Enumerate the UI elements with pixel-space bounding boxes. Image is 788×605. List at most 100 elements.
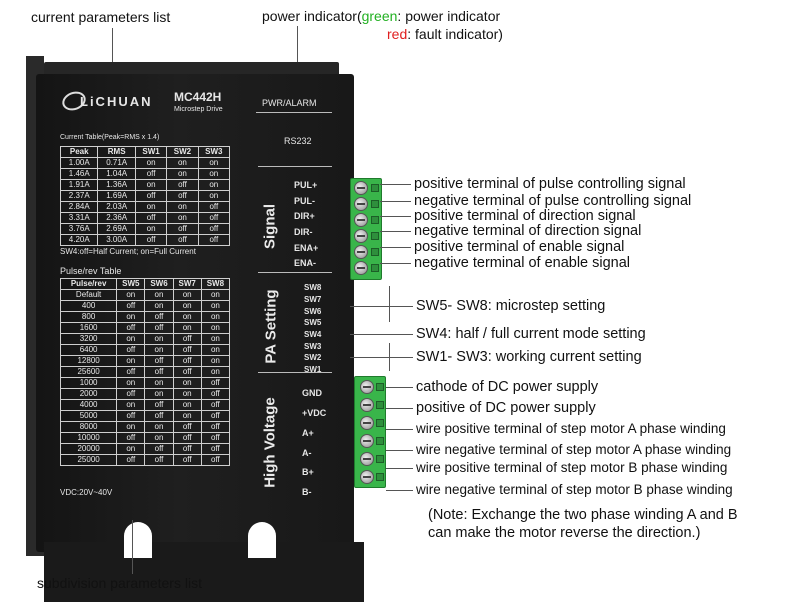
table-cell: on: [200, 289, 231, 301]
table-cell: off: [144, 410, 174, 422]
pin-label: SW1: [304, 365, 322, 374]
power-terminal-block: [354, 376, 386, 488]
subdivision-leader: [132, 520, 133, 574]
table-header-cell: SW3: [197, 146, 231, 158]
callout-leader: [380, 263, 411, 264]
callout-text: cathode of DC power supply: [416, 379, 599, 395]
table-cell: off: [144, 443, 174, 455]
callout-text: SW4: half / full current mode setting: [416, 326, 646, 342]
current-table-title: Current Table(Peak=RMS x 1.4): [60, 134, 160, 141]
mount-plate: [44, 542, 364, 602]
model-subtitle: Microstep Drive: [174, 106, 223, 113]
table-cell: on: [200, 300, 231, 312]
table-cell: on: [197, 179, 231, 191]
power-red-rest: : fault indicator): [407, 26, 503, 42]
table-cell: 3.31A: [59, 212, 99, 224]
table-header-cell: Peak: [59, 146, 99, 158]
pin-label: DIR-: [294, 227, 313, 237]
callout-leader: [380, 216, 411, 217]
pwr-alarm-label: PWR/ALARM: [262, 98, 317, 108]
table-cell: 10000: [59, 432, 118, 444]
table-cell: off: [144, 399, 174, 411]
table-cell: on: [144, 421, 174, 433]
table-header-cell: SW1: [134, 146, 168, 158]
terminal-screw-icon: [360, 470, 374, 484]
terminal-screw-icon: [354, 229, 368, 243]
pin-label: DIR+: [294, 211, 315, 221]
callout-leader: [386, 408, 413, 409]
table-cell: on: [144, 300, 174, 312]
bracket-line: [389, 286, 390, 322]
pin-label: SW3: [304, 342, 322, 351]
table-cell: on: [172, 300, 202, 312]
table-cell: on: [116, 289, 146, 301]
table-cell: off: [166, 179, 199, 191]
terminal-tab: [371, 248, 379, 256]
terminal-tab: [371, 232, 379, 240]
table-cell: on: [172, 311, 202, 323]
table-cell: Default: [59, 289, 118, 301]
table-cell: 4.20A: [59, 234, 99, 246]
terminal-tab: [376, 383, 384, 391]
table-cell: off: [116, 344, 146, 356]
callout-text: wire positive terminal of step motor B p…: [416, 460, 728, 475]
table-cell: 5000: [59, 410, 118, 422]
table-cell: off: [116, 322, 146, 334]
callout-text: wire negative terminal of step motor A p…: [416, 442, 732, 457]
table-cell: on: [144, 432, 174, 444]
table-cell: off: [134, 190, 168, 202]
table-cell: 400: [59, 300, 118, 312]
table-cell: off: [200, 399, 231, 411]
table-cell: off: [200, 454, 231, 466]
power-indicator-leader: [297, 26, 298, 96]
table-cell: on: [166, 168, 199, 180]
table-cell: off: [134, 168, 168, 180]
table-cell: on: [134, 179, 168, 191]
table-cell: on: [200, 355, 231, 367]
terminal-screw-icon: [360, 380, 374, 394]
terminal-tab: [376, 419, 384, 427]
pin-label: B+: [302, 467, 314, 477]
callout-text: positive terminal of enable signal: [414, 239, 625, 255]
table-cell: 3.00A: [97, 234, 136, 246]
pin-label: PUL+: [294, 180, 318, 190]
subdivision-callout: subdivision parameters list: [37, 575, 202, 591]
table-cell: on: [166, 201, 199, 213]
table-header-cell: Pulse/rev: [59, 278, 118, 290]
terminal-tab: [376, 455, 384, 463]
table-cell: off: [166, 223, 199, 235]
table-cell: 25600: [59, 366, 118, 378]
table-cell: off: [200, 377, 231, 389]
power-indicator-prefix: power indicator(: [262, 8, 362, 24]
table-cell: 2000: [59, 388, 118, 400]
table-cell: on: [172, 410, 202, 422]
callout-leader: [350, 357, 413, 358]
terminal-screw-icon: [354, 213, 368, 227]
table-cell: off: [200, 432, 231, 444]
callout-leader: [350, 306, 413, 307]
callout-leader: [386, 468, 413, 469]
table-cell: on: [172, 322, 202, 334]
table-cell: 20000: [59, 443, 118, 455]
table-cell: on: [197, 157, 231, 169]
model-name: MC442H: [174, 90, 222, 104]
table-cell: off: [116, 300, 146, 312]
terminal-tab: [376, 473, 384, 481]
table-header-cell: SW8: [200, 278, 231, 290]
terminal-screw-icon: [354, 245, 368, 259]
terminal-screw-icon: [360, 434, 374, 448]
table-cell: off: [166, 234, 199, 246]
